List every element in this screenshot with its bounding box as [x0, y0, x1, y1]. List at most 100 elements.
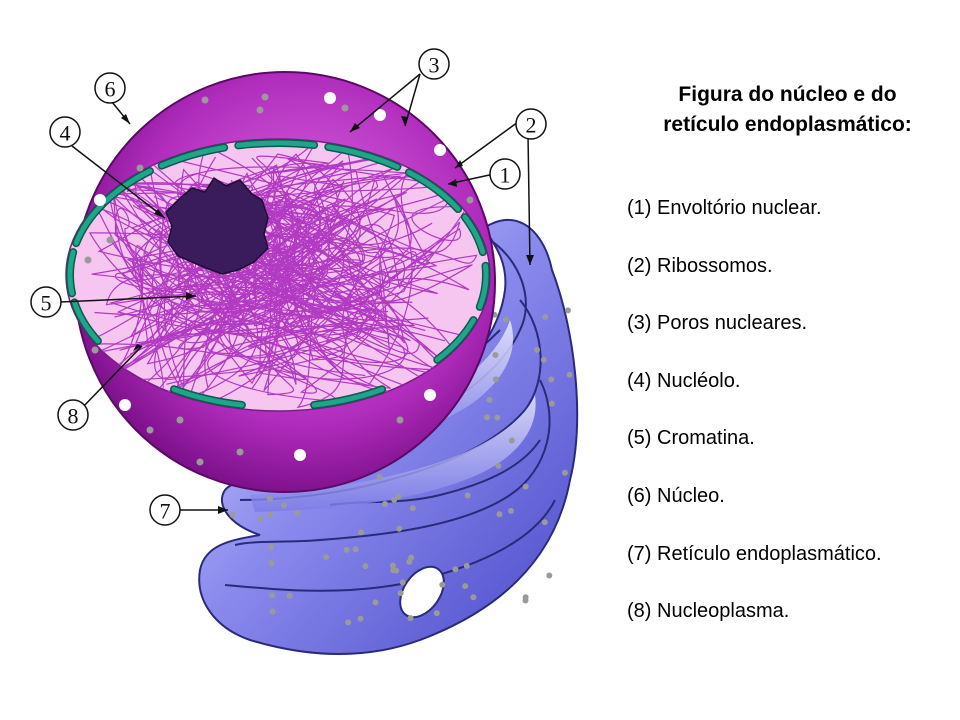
er-ribosome-dot	[269, 608, 276, 615]
envelope-segment	[235, 140, 317, 148]
er-ribosome-dot	[323, 554, 330, 561]
svg-text:5: 5	[41, 291, 52, 316]
ribosome-dot	[94, 194, 106, 206]
callout-6: 6	[94, 72, 126, 104]
er-ribosome-dot	[343, 546, 350, 553]
callout-1: 1	[489, 158, 521, 190]
er-ribosome-dot	[508, 437, 515, 444]
envelope-segment	[325, 144, 400, 170]
svg-text:8: 8	[68, 404, 79, 429]
er-ribosome-dot	[565, 307, 571, 314]
er-ribosome-dot	[534, 346, 540, 353]
nuclear-ribosomes	[84, 92, 474, 466]
ribosome-dot	[106, 236, 114, 244]
nucleolus	[165, 176, 269, 275]
ribosome-dot	[261, 93, 269, 101]
er-ribosome-dot	[407, 615, 414, 622]
er-ribosome-dot	[492, 376, 499, 383]
figure-title-line-2: retículo endoplasmático:	[663, 113, 912, 136]
er-ribosome-dot	[452, 566, 459, 573]
ribosome-dot	[91, 346, 99, 354]
er-ribosome-dot	[281, 502, 288, 509]
er-ribosome-dot	[507, 507, 514, 514]
nucleus	[65, 71, 496, 493]
figure-title-line-1: Figura do núcleo e do	[678, 83, 897, 106]
ribosome-dot	[374, 109, 386, 121]
callout-2: 2	[515, 108, 547, 140]
ribosome-dot	[466, 196, 474, 204]
er-ribosome-dot	[406, 558, 413, 565]
envelope-segment	[406, 169, 461, 212]
er-ribosome-dot	[433, 610, 440, 617]
ribosome-dot	[236, 448, 244, 456]
er-ribosome-dot	[548, 400, 555, 407]
svg-text:3: 3	[429, 53, 440, 78]
er-ribosome-dot	[541, 519, 548, 526]
svg-text:4: 4	[60, 121, 71, 146]
callout-4: 4	[49, 116, 81, 148]
er-ribosome-dot	[269, 592, 276, 599]
ribosome-dot	[341, 104, 349, 112]
callout-7: 7	[149, 494, 181, 526]
chromatin-thread	[139, 180, 457, 364]
er-ribosome-dot	[522, 483, 529, 490]
envelope-segment	[434, 317, 476, 363]
er-ribosome-dot	[494, 414, 501, 421]
er-ribosome-dot	[376, 474, 383, 480]
er-ribosome-dot	[566, 371, 573, 378]
er-ribosome-dot	[357, 615, 364, 622]
er-ribosome-dot	[358, 529, 365, 536]
er-ribosome-dot	[463, 562, 470, 569]
er-fold-3	[234, 379, 551, 546]
ribosome-dot	[196, 458, 204, 466]
svg-text:2: 2	[526, 113, 537, 138]
callout-3: 3	[418, 48, 450, 80]
legend-item-5: (5) Cromatina.	[627, 427, 755, 450]
er-ribosome-dot	[439, 581, 446, 588]
ribosome-dot	[136, 164, 144, 172]
er-vacuole	[399, 565, 445, 619]
ribosome-dot	[139, 104, 151, 116]
chromatin-thread	[94, 167, 406, 389]
er-ribosome-dot	[294, 509, 301, 516]
er-ribosome-dot	[229, 512, 236, 518]
envelope-segment	[311, 386, 385, 408]
svg-text:7: 7	[160, 499, 171, 524]
er-ribosome-dot	[484, 414, 490, 421]
er-ribosome-dot	[395, 493, 402, 500]
er-ribosome-dot	[266, 495, 273, 502]
er-ribosome-dot	[362, 563, 369, 570]
legend-list: (1) Envoltório nuclear. (2) Ribossomos. …	[627, 196, 882, 657]
legend-item-3: (3) Poros nucleares.	[627, 312, 808, 335]
legend-item-7: (7) Retículo endoplasmático.	[627, 542, 882, 565]
envelope-segment	[462, 214, 486, 255]
envelope-segment	[159, 145, 227, 169]
er-ribosome-dot	[286, 592, 293, 599]
callout-8: 8	[57, 399, 89, 431]
envelope-segment	[72, 299, 101, 344]
ribosome-dot	[84, 256, 92, 264]
envelope-segment	[73, 202, 105, 246]
ribosome-dot	[294, 449, 306, 461]
ribosome-dot	[424, 389, 436, 401]
ribosome-dot	[396, 416, 404, 424]
ribosome-dot	[324, 92, 336, 104]
er-ribosome-dot	[391, 496, 398, 503]
ribosome-dot	[176, 416, 184, 424]
ribosome-dot	[146, 426, 154, 434]
legend-item-2: (2) Ribossomos.	[627, 254, 773, 277]
chromatin-thread	[91, 198, 429, 338]
er-ribosome-dot	[352, 546, 359, 553]
er-ribosome-dot	[257, 516, 264, 523]
ribosome-dot	[434, 144, 446, 156]
er-ribosome-dot	[546, 572, 553, 579]
er-ribosome-dot	[390, 567, 397, 574]
er-ribosome-dot	[268, 544, 274, 550]
er-ribosome-dot	[372, 599, 379, 606]
er-ribosome-dot	[399, 579, 406, 586]
er-ribosome-dot	[267, 511, 274, 518]
er-ribosome-dot	[397, 590, 404, 597]
er-ribosome-dot	[409, 505, 416, 512]
ribosome-dot	[201, 96, 209, 104]
legend-item-8: (8) Nucleoplasma.	[627, 600, 790, 623]
